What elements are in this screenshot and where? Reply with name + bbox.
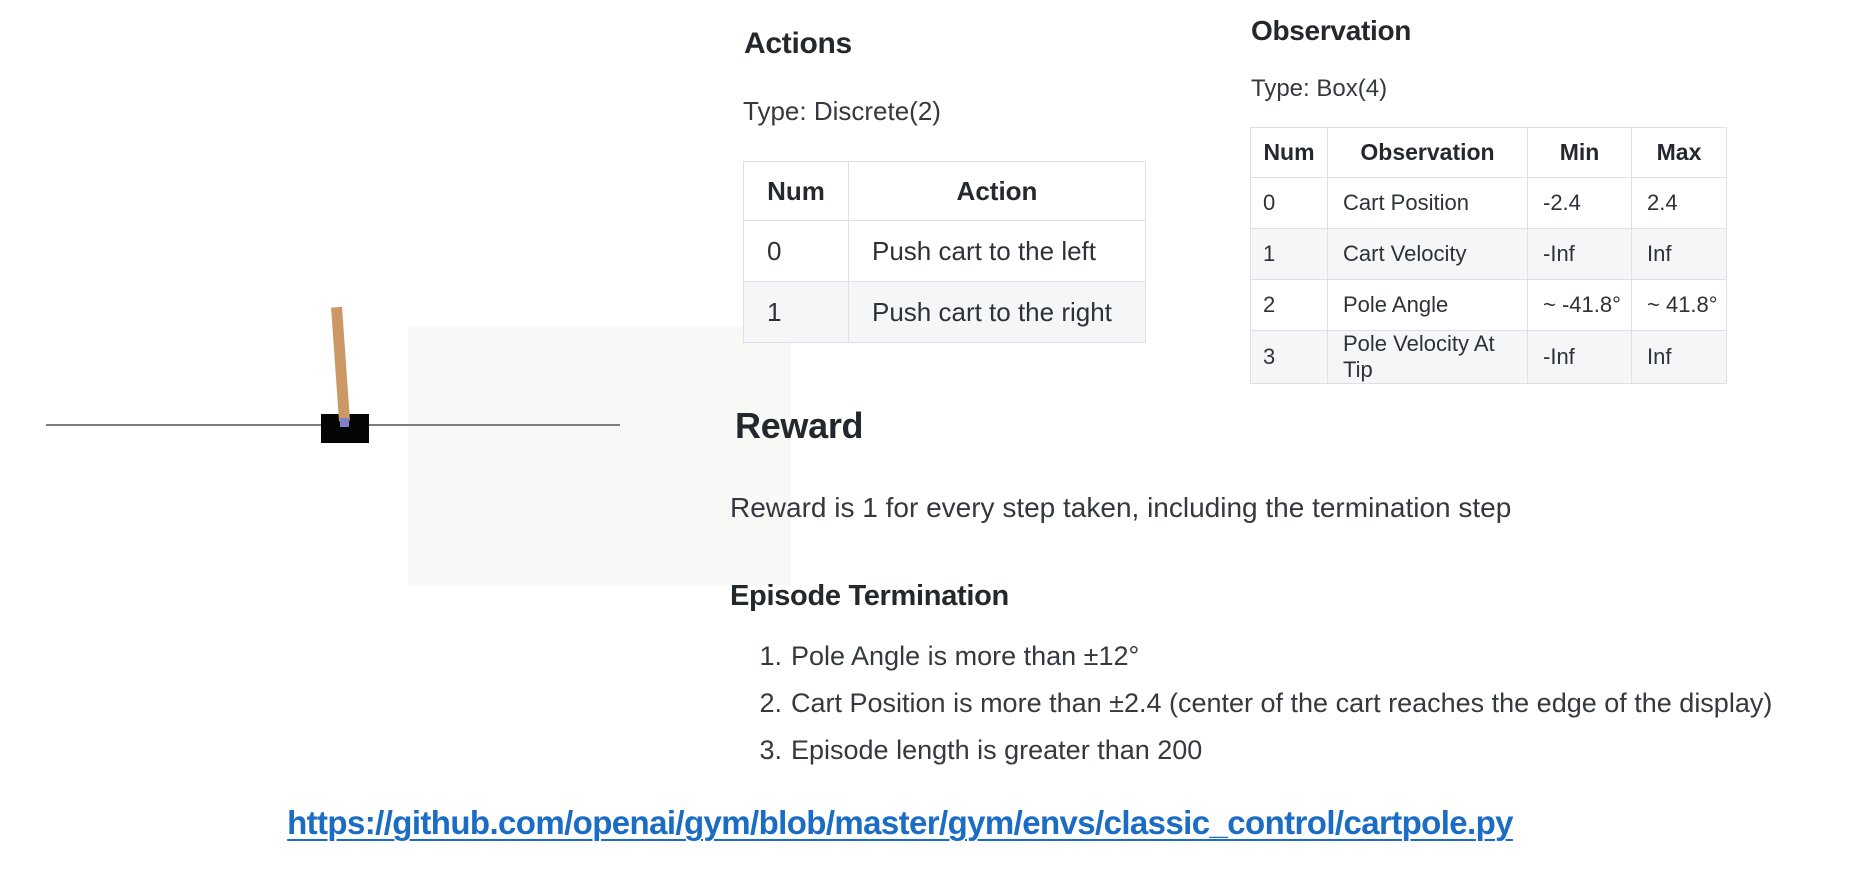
actions-type-label: Type: Discrete(2) [743,96,941,126]
observation-type-label: Type: Box(4) [1251,75,1388,102]
list-item: 1. Pole Angle is more than ±12° [732,642,1772,670]
table-row: 0 Cart Position -2.4 2.4 [1250,177,1727,229]
obs-row0-max: 2.4 [1631,177,1727,229]
actions-heading: Actions [744,27,852,60]
obs-row0-name: Cart Position [1327,177,1528,229]
obs-col-min: Min [1527,127,1632,178]
list-item: 2. Cart Position is more than ±2.4 (cent… [732,689,1772,717]
observation-table-header-row: Num Observation Min Max [1250,127,1727,178]
table-row: 2 Pole Angle ~ -41.8° ~ 41.8° [1250,279,1727,331]
observation-table: Num Observation Min Max 0 Cart Position … [1250,127,1727,384]
table-row: 1 Cart Velocity -Inf Inf [1250,228,1727,280]
list-marker: 2. [759,688,782,718]
link-row: https://github.com/openai/gym/blob/maste… [0,804,1800,842]
list-item-text: Cart Position is more than ±2.4 (center … [791,688,1773,718]
reward-text: Reward is 1 for every step taken, includ… [730,492,1512,523]
table-row: 0 Push cart to the left [743,220,1146,282]
obs-row2-max: ~ 41.8° [1631,279,1727,331]
cartpole-axle [340,418,349,427]
actions-row1-action: Push cart to the right [848,281,1146,343]
observation-heading: Observation [1251,15,1412,46]
list-item-text: Pole Angle is more than ±12° [791,641,1140,671]
obs-col-max: Max [1631,127,1727,178]
table-row: 3 Pole Velocity At Tip -Inf Inf [1250,330,1727,384]
background-artifact [408,327,791,585]
cartpole-pole [331,306,350,422]
actions-row0-num: 0 [743,220,849,282]
list-marker: 1. [759,641,782,671]
list-marker: 3. [759,735,782,765]
obs-row3-min: -Inf [1527,330,1632,384]
obs-col-num: Num [1250,127,1328,178]
github-cartpole-link[interactable]: https://github.com/openai/gym/blob/maste… [287,804,1513,841]
actions-row1-num: 1 [743,281,849,343]
obs-row3-max: Inf [1631,330,1727,384]
obs-row0-min: -2.4 [1527,177,1632,229]
episode-termination-heading: Episode Termination [730,580,1009,612]
obs-row2-min: ~ -41.8° [1527,279,1632,331]
obs-col-observation: Observation [1327,127,1528,178]
actions-col-action: Action [848,161,1146,221]
reward-heading: Reward [735,405,864,446]
table-row: 1 Push cart to the right [743,281,1146,343]
obs-row2-name: Pole Angle [1327,279,1528,331]
list-item-text: Episode length is greater than 200 [791,735,1203,765]
actions-row0-action: Push cart to the left [848,220,1146,282]
list-item: 3. Episode length is greater than 200 [732,736,1772,764]
episode-termination-list: 1. Pole Angle is more than ±12° 2. Cart … [732,642,1772,783]
obs-row2-num: 2 [1250,279,1328,331]
obs-row1-min: -Inf [1527,228,1632,280]
obs-row1-num: 1 [1250,228,1328,280]
obs-row1-max: Inf [1631,228,1727,280]
obs-row3-name: Pole Velocity At Tip [1327,330,1528,384]
obs-row3-num: 3 [1250,330,1328,384]
obs-row1-name: Cart Velocity [1327,228,1528,280]
obs-row0-num: 0 [1250,177,1328,229]
actions-table: Num Action 0 Push cart to the left 1 Pus… [743,161,1146,343]
actions-col-num: Num [743,161,849,221]
actions-table-header-row: Num Action [743,161,1146,221]
